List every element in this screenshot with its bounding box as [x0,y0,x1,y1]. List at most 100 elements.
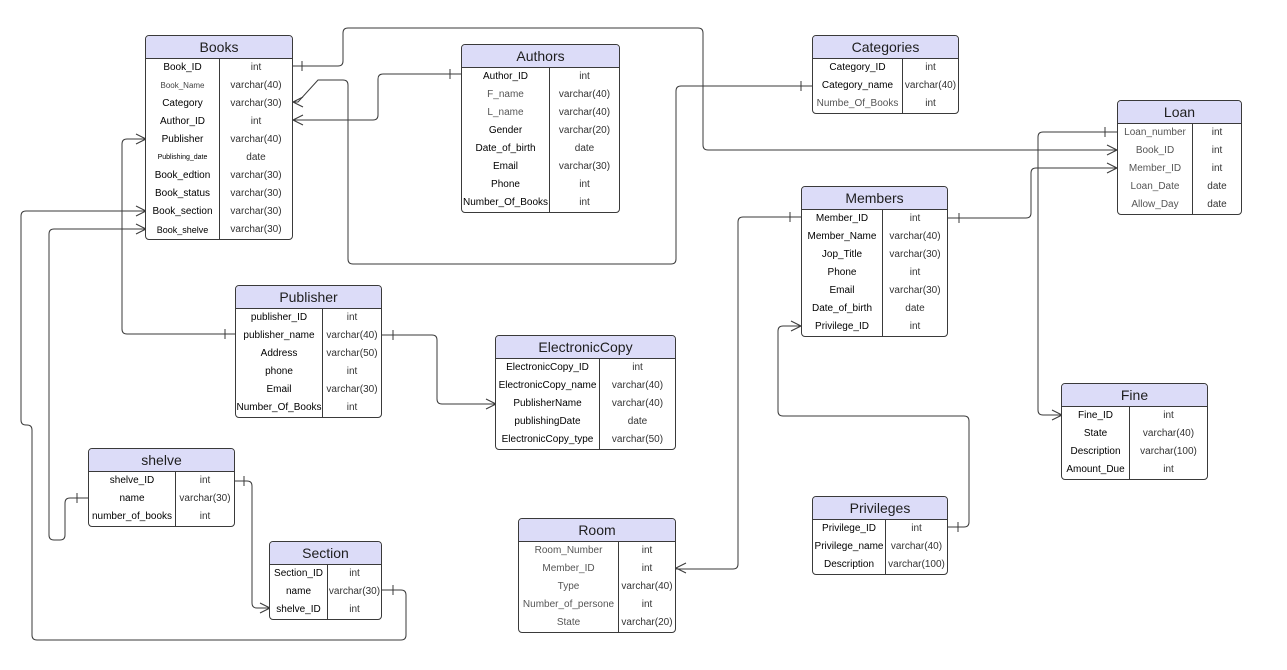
field-type: int [641,599,653,610]
field-type: varchar(40) [558,89,611,100]
field-type: int [579,71,590,82]
field-type: int [346,312,358,323]
field-name: phone [236,363,323,381]
field-type: int [579,179,590,190]
field-row: Publishing_date date [146,149,292,167]
field-name: Privilege_ID [813,520,886,538]
entity-title: shelve [89,449,234,472]
field-type: int [199,511,211,522]
field-type: date [246,152,266,163]
field-type: int [909,321,921,332]
field-type: varchar(30) [889,249,941,260]
field-name: Loan_Date [1118,178,1193,196]
entity-title: Authors [462,45,619,68]
entity-title: Members [802,187,947,210]
field-name: Category [146,95,220,113]
field-name: PublisherName [496,395,600,413]
connector-publisher-ecopy [382,334,496,405]
entity-title: Loan [1118,101,1241,124]
field-name: publisher_name [236,327,323,345]
field-name: Allow_Day [1118,196,1193,214]
field-name: Email [802,282,883,300]
connector-shelve-section [235,480,270,609]
field-name: Book_edtion [146,167,220,185]
field-type: varchar(100) [888,559,945,570]
entity-title: Room [519,519,675,542]
field-type: varchar(30) [328,586,381,597]
field-type: varchar(40) [889,231,941,242]
field-name: F_name [462,86,550,104]
field-type: int [1211,127,1223,138]
connector-members-room [676,216,801,570]
field-type: varchar(40) [230,134,282,145]
field-row: L_name varchar(40) [462,104,619,122]
field-type: varchar(40) [326,330,378,341]
field-type: int [199,475,211,486]
field-name: Publishing_date [146,149,220,167]
field-name: Phone [802,264,883,282]
field-name: Publisher [146,131,220,149]
field-type: varchar(100) [1140,446,1197,457]
field-type: varchar(40) [1142,428,1195,439]
field-name: State [1062,425,1130,443]
field-name: Book_shelve [146,221,220,239]
field-row: Phone int [462,176,619,194]
entity-title: Section [270,542,381,565]
field-type: int [349,604,360,615]
field-type: varchar(50) [611,434,664,445]
field-row: Privilege_ID int [813,520,947,538]
field-type: int [909,213,921,224]
field-name: Author_ID [462,68,550,86]
field-type: int [1163,464,1174,475]
field-row: F_name varchar(40) [462,86,619,104]
field-type: varchar(40) [890,541,943,552]
field-name: Book_section [146,203,220,221]
field-type: varchar(40) [611,380,664,391]
field-name: Numbe_Of_Books [813,95,903,113]
field-type: varchar(20) [558,125,611,136]
field-name: State [519,614,619,632]
field-type: int [346,402,358,413]
field-row: Book_section varchar(30) [146,203,292,221]
field-name: shelve_ID [89,472,176,490]
field-type: int [911,523,922,534]
field-row: Author_ID int [462,68,619,86]
field-name: Description [813,556,886,574]
field-name: Fine_ID [1062,407,1130,425]
field-type: varchar(40) [558,107,611,118]
field-type: varchar(30) [230,206,282,217]
field-name: Phone [462,176,550,194]
field-row: Publisher varchar(40) [146,131,292,149]
field-name: Privilege_ID [802,318,883,336]
field-name: Member_ID [802,210,883,228]
field-name: ElectronicCopy_type [496,431,600,449]
field-type: varchar(40) [621,581,673,592]
field-name: L_name [462,104,550,122]
